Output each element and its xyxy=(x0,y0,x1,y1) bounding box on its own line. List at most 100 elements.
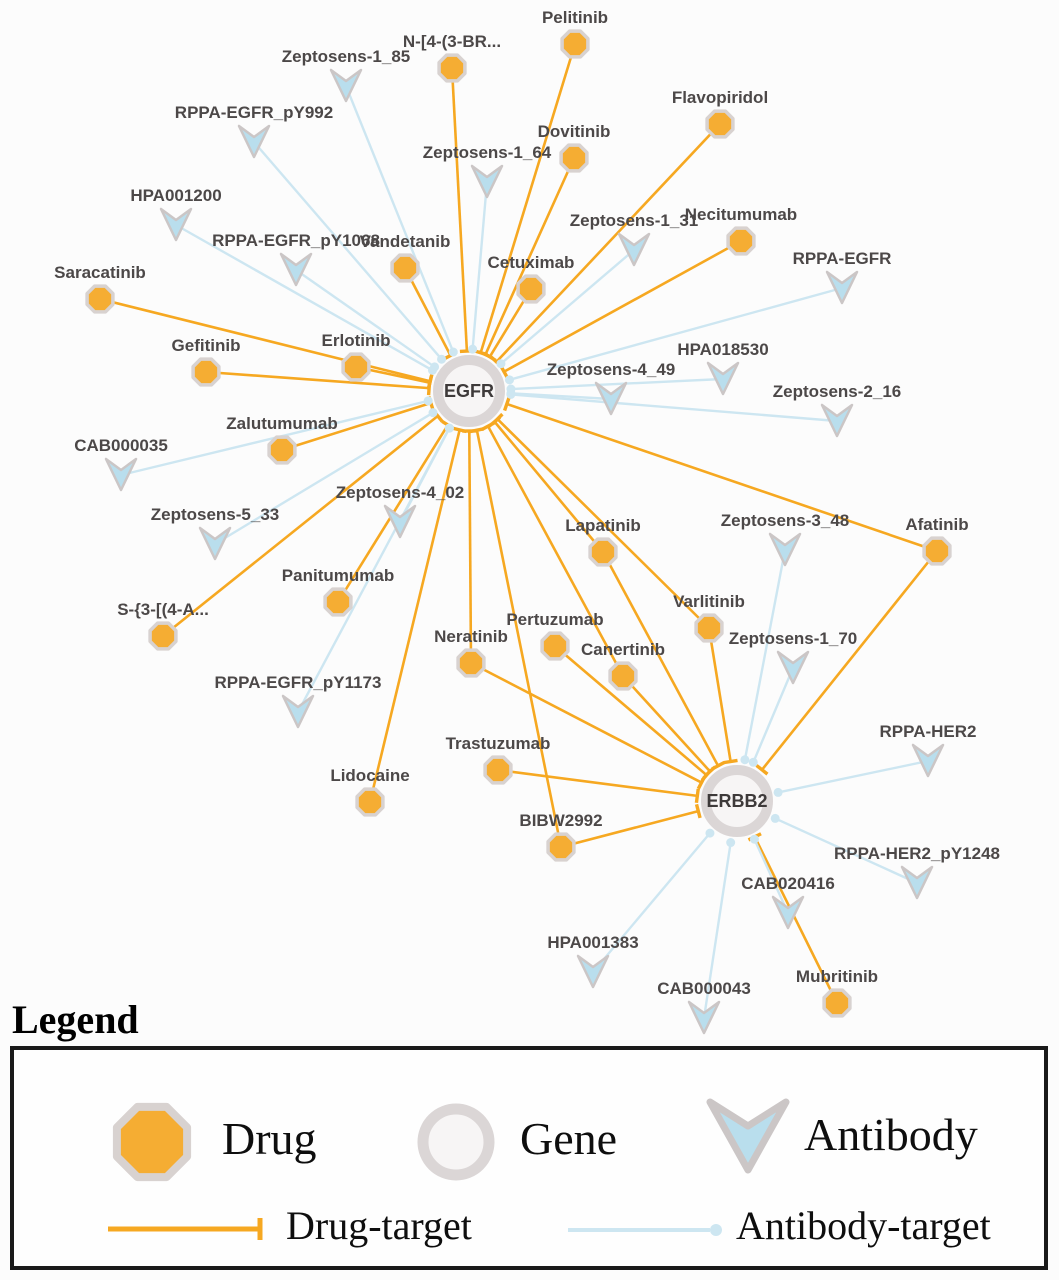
drug-label-trastuzumab: Trastuzumab xyxy=(446,734,551,753)
antibody-node-zeptosens-1-70[interactable] xyxy=(776,650,810,685)
antibody-node-rppa-egfr-py1068[interactable] xyxy=(279,252,313,287)
drug-target-edge xyxy=(281,401,432,452)
antibody-node-zeptosens-4-49[interactable] xyxy=(594,381,628,416)
antibody-node-zeptosens-1-31[interactable] xyxy=(617,232,651,267)
antibody-node-rppa-her2-py1248[interactable] xyxy=(900,865,934,900)
drug-node-saracatinib[interactable] xyxy=(85,284,115,314)
antibody-node-zeptosens-4-02[interactable] xyxy=(383,504,417,539)
antibody-target-edge xyxy=(510,392,612,401)
legend-gene-node-icon xyxy=(410,1096,502,1188)
drug-node-bibw2992[interactable] xyxy=(546,832,576,862)
antibody-node-hpa001383[interactable] xyxy=(576,954,610,989)
drug-label-vandetanib: Vandetanib xyxy=(360,232,451,251)
gene-node-erbb2[interactable] xyxy=(701,765,773,837)
drug-node-necitumumab[interactable] xyxy=(726,226,756,256)
antibody-edge-dot xyxy=(740,755,750,765)
drug-node-panitumumab[interactable] xyxy=(323,587,353,617)
antibody-node-zeptosens-1-64[interactable] xyxy=(470,164,504,199)
antibody-target-edge xyxy=(592,832,711,973)
antibody-node-rppa-egfr-py1173[interactable] xyxy=(281,694,315,729)
drug-target-edge xyxy=(368,429,461,803)
drug-label-saracatinib: Saracatinib xyxy=(54,263,146,282)
drug-target-edge xyxy=(496,418,710,629)
legend-antibody-node-icon xyxy=(702,1092,794,1178)
drug-node-pertuzumab[interactable] xyxy=(540,631,570,661)
antibody-label-rppa-her2-py1248: RPPA-HER2_pY1248 xyxy=(834,844,1000,863)
antibody-target-edge xyxy=(702,842,732,1019)
drug-label-mubritinib: Mubritinib xyxy=(796,967,878,986)
drug-edge-tee xyxy=(482,351,497,362)
antibody-edge-dot xyxy=(770,813,780,823)
drug-node-lidocaine[interactable] xyxy=(355,787,385,817)
antibody-node-zeptosens-2-16[interactable] xyxy=(820,403,854,438)
antibody-label-rppa-egfr: RPPA-EGFR xyxy=(793,249,892,268)
legend-antibody-target-edge-icon xyxy=(562,1213,732,1247)
drug-node-afatinib[interactable] xyxy=(922,536,952,566)
drug-target-edge xyxy=(162,414,439,638)
drug-node-lapatinib[interactable] xyxy=(588,537,618,567)
antibody-target-edge xyxy=(753,838,790,914)
antibody-target-edge xyxy=(510,377,724,391)
antibody-target-edge xyxy=(253,141,443,360)
legend-drug-node-icon xyxy=(106,1096,198,1188)
drug-node-pelitinib[interactable] xyxy=(560,29,590,59)
antibody-node-rppa-egfr-py992[interactable] xyxy=(237,124,271,159)
drug-node-flavopiridol[interactable] xyxy=(705,109,735,139)
label-layer: PelitinibN-[4-(3-BR...FlavopiridolDoviti… xyxy=(54,8,1000,998)
antibody-edge-dot xyxy=(437,354,447,364)
drug-node-mubritinib[interactable] xyxy=(822,988,852,1018)
drug-target-edge xyxy=(484,157,576,356)
antibody-target-edge xyxy=(752,667,795,763)
drug-label-gefitinib: Gefitinib xyxy=(172,336,241,355)
legend-antibody-label: Antibody xyxy=(804,1109,978,1160)
drug-edge-tee xyxy=(426,381,432,396)
drug-node-erlotinib[interactable] xyxy=(341,352,371,382)
antibody-node-hpa018530[interactable] xyxy=(706,361,740,396)
antibody-node-cab020416[interactable] xyxy=(771,895,805,930)
drug-node-s-3-4-a[interactable] xyxy=(148,621,178,651)
drug-node-n-4-3-br[interactable] xyxy=(437,53,467,83)
drug-target-edge xyxy=(506,402,938,553)
gene-node-egfr[interactable] xyxy=(433,355,505,427)
drug-node-dovitinib[interactable] xyxy=(559,143,589,173)
drug-node-zalutumumab[interactable] xyxy=(267,435,297,465)
drug-target-edge xyxy=(760,550,939,771)
antibody-target-edge xyxy=(296,427,451,713)
drug-target-edge xyxy=(622,675,712,773)
antibody-target-edge xyxy=(344,85,455,353)
drug-node-varlitinib[interactable] xyxy=(694,613,724,643)
drug-target-edge xyxy=(486,425,625,677)
antibody-node-rppa-egfr[interactable] xyxy=(825,270,859,305)
antibody-node-hpa001200[interactable] xyxy=(159,207,193,242)
gene-label-egfr: EGFR xyxy=(444,381,494,401)
drug-target-edge xyxy=(475,429,563,848)
antibody-node-cab000043[interactable] xyxy=(687,1000,721,1035)
antibody-edge-dot xyxy=(428,408,438,418)
antibody-node-zeptosens-1-85[interactable] xyxy=(329,68,363,103)
drug-node-neratinib[interactable] xyxy=(456,648,486,678)
antibody-label-cab020416: CAB020416 xyxy=(741,874,835,893)
drug-node-gefitinib[interactable] xyxy=(191,357,221,387)
antibody-node-zeptosens-3-48[interactable] xyxy=(768,532,802,567)
drug-node-trastuzumab[interactable] xyxy=(483,755,513,785)
drug-target-edge xyxy=(554,645,708,777)
drug-label-pelitinib: Pelitinib xyxy=(542,8,608,27)
drug-node-canertinib[interactable] xyxy=(608,661,638,691)
drug-label-cetuximab: Cetuximab xyxy=(488,253,575,272)
antibody-edge-dot xyxy=(504,375,514,385)
drug-target-edge xyxy=(495,123,721,363)
antibody-label-zeptosens-1-70: Zeptosens-1_70 xyxy=(729,629,858,648)
antibody-node-cab000035[interactable] xyxy=(104,457,138,492)
antibody-node-rppa-her2[interactable] xyxy=(911,743,945,778)
antibody-node-zeptosens-5-33[interactable] xyxy=(198,526,232,561)
drug-label-neratinib: Neratinib xyxy=(434,627,508,646)
drug-node-vandetanib[interactable] xyxy=(390,253,420,283)
drug-node-cetuximab[interactable] xyxy=(516,274,546,304)
drug-target-edge xyxy=(707,627,732,762)
drug-target-edge xyxy=(479,43,577,354)
drug-edge-tee xyxy=(755,764,769,776)
drug-edge-tee xyxy=(491,412,504,426)
antibody-edge-dot xyxy=(506,389,516,399)
drug-label-dovitinib: Dovitinib xyxy=(538,122,611,141)
drug-label-pertuzumab: Pertuzumab xyxy=(506,610,603,629)
